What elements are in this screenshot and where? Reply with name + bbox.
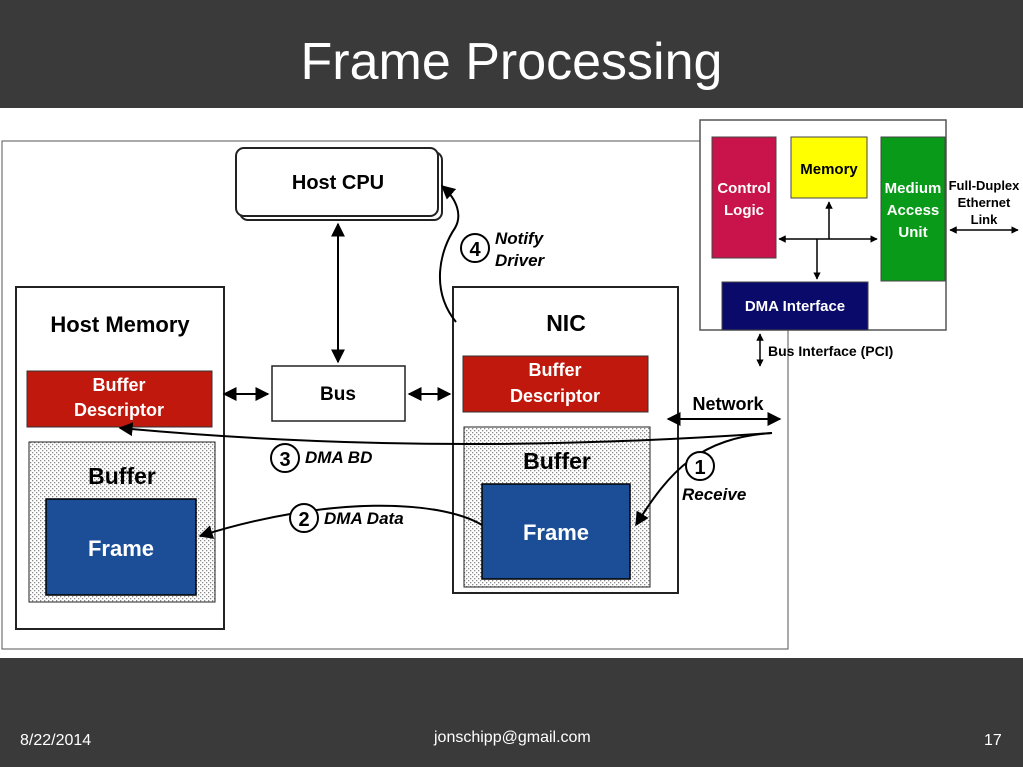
ethernet-line2: Ethernet xyxy=(958,195,1011,210)
step3-number: 3 xyxy=(279,449,290,471)
network-label: Network xyxy=(692,394,764,414)
control-logic-line1: Control xyxy=(717,180,770,197)
host-cpu-box: Host CPU xyxy=(235,147,443,221)
footer-email: jonschipp@gmail.com xyxy=(434,729,591,746)
nic-buffer-descriptor-line1: Buffer xyxy=(529,360,582,380)
host-buffer-descriptor xyxy=(26,370,213,428)
step1-number: 1 xyxy=(694,457,705,479)
host-frame-label: Frame xyxy=(88,536,154,561)
ethernet-line1: Full-Duplex xyxy=(949,178,1021,193)
host-memory-label: Host Memory xyxy=(50,312,190,337)
nic-buffer-label: Buffer xyxy=(523,448,591,474)
nic-buffer-descriptor-line2: Descriptor xyxy=(510,386,600,406)
dma-interface-block xyxy=(721,281,869,331)
bus-box: Bus xyxy=(271,365,406,422)
control-logic-line2: Logic xyxy=(724,202,764,219)
dma-interface-label: DMA Interface xyxy=(745,298,845,315)
mac-line2: Access xyxy=(887,202,940,219)
dma-bd-arrow xyxy=(118,422,773,445)
nic-frame xyxy=(481,483,631,580)
bus-label: Bus xyxy=(320,384,356,405)
step2-number: 2 xyxy=(298,509,309,531)
memory-label: Memory xyxy=(800,161,858,178)
mac-block xyxy=(880,136,946,282)
host-buffer-descriptor-line1: Buffer xyxy=(93,375,146,395)
footer-date: 8/22/2014 xyxy=(20,732,92,749)
nic-inset: Control Logic Memory Medium Access Unit … xyxy=(699,119,947,331)
host-buffer-descriptor-line2: Descriptor xyxy=(74,400,164,420)
nic-box: NIC Buffer Descriptor Buffer Frame xyxy=(452,286,679,594)
host-memory-box: Host Memory Buffer Descriptor Buffer Fra… xyxy=(15,286,225,630)
step4-circle xyxy=(460,233,490,263)
nic-buffer-descriptor xyxy=(462,355,649,413)
step1-label: Receive xyxy=(682,485,746,504)
slide-title: Frame Processing xyxy=(300,33,723,91)
step2-label: DMA Data xyxy=(324,509,404,528)
mac-line3: Unit xyxy=(898,224,927,241)
dma-data-arrow xyxy=(198,504,483,539)
bus-interface-label: Bus Interface (PCI) xyxy=(768,343,893,359)
memory-block xyxy=(790,136,868,199)
nic-frame-label: Frame xyxy=(523,520,589,545)
step3-circle xyxy=(270,443,300,473)
step4-number: 4 xyxy=(469,239,481,261)
host-cpu-label: Host CPU xyxy=(292,172,384,194)
host-buffer-label: Buffer xyxy=(88,463,156,489)
footer-page-number: 17 xyxy=(984,732,1002,749)
nic-label: NIC xyxy=(546,310,586,336)
step4-label-line1: Notify xyxy=(495,229,545,248)
step1-circle xyxy=(685,451,715,481)
step3-label: DMA BD xyxy=(305,448,372,467)
control-logic-block xyxy=(711,136,777,259)
notify-arrow xyxy=(438,185,460,323)
step4-label-line2: Driver xyxy=(495,251,546,270)
ethernet-line3: Link xyxy=(971,212,998,227)
mac-line1: Medium xyxy=(885,180,942,197)
host-frame xyxy=(45,498,197,596)
step2-circle xyxy=(289,503,319,533)
